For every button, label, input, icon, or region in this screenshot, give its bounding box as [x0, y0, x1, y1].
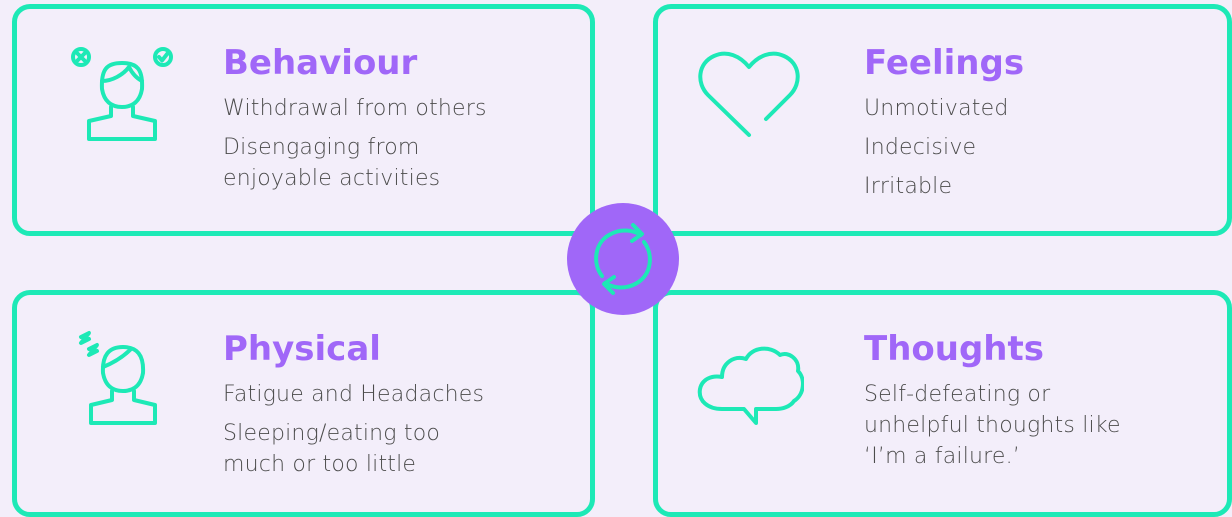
card-thoughts: Thoughts Self-defeating or unhelpful tho… — [653, 290, 1232, 517]
card-behaviour: Behaviour Withdrawal from others Disenga… — [12, 4, 595, 236]
card-line: Indecisive — [864, 135, 977, 160]
card-feelings: Feelings Unmotivated Indecisive Irritabl… — [653, 4, 1232, 236]
card-lines: Fatigue and Headaches Sleeping/eating to… — [223, 379, 484, 488]
person-decision-icon — [67, 37, 177, 147]
card-lines: Self-defeating or unhelpful thoughts lik… — [864, 379, 1121, 480]
card-lines: Withdrawal from others Disengaging from … — [223, 93, 487, 202]
card-title: Physical — [223, 329, 381, 369]
heart-icon — [694, 37, 804, 147]
card-title: Thoughts — [864, 329, 1044, 369]
card-line: Fatigue and Headaches — [223, 382, 485, 407]
card-line: Withdrawal from others — [223, 96, 487, 121]
cycle-arrows-icon — [567, 203, 679, 315]
card-line: Self-defeating or unhelpful thoughts lik… — [864, 382, 1121, 469]
card-line: Disengaging from enjoyable activities — [223, 135, 441, 191]
card-lines: Unmotivated Indecisive Irritable — [864, 93, 1009, 210]
tired-person-icon — [67, 323, 177, 433]
card-line: Unmotivated — [864, 96, 1009, 121]
card-line: Irritable — [864, 174, 953, 199]
thought-cloud-icon — [694, 323, 804, 433]
card-physical: Physical Fatigue and Headaches Sleeping/… — [12, 290, 595, 517]
card-title: Behaviour — [223, 43, 418, 83]
card-line: Sleeping/eating too much or too little — [223, 421, 441, 477]
card-title: Feelings — [864, 43, 1025, 83]
